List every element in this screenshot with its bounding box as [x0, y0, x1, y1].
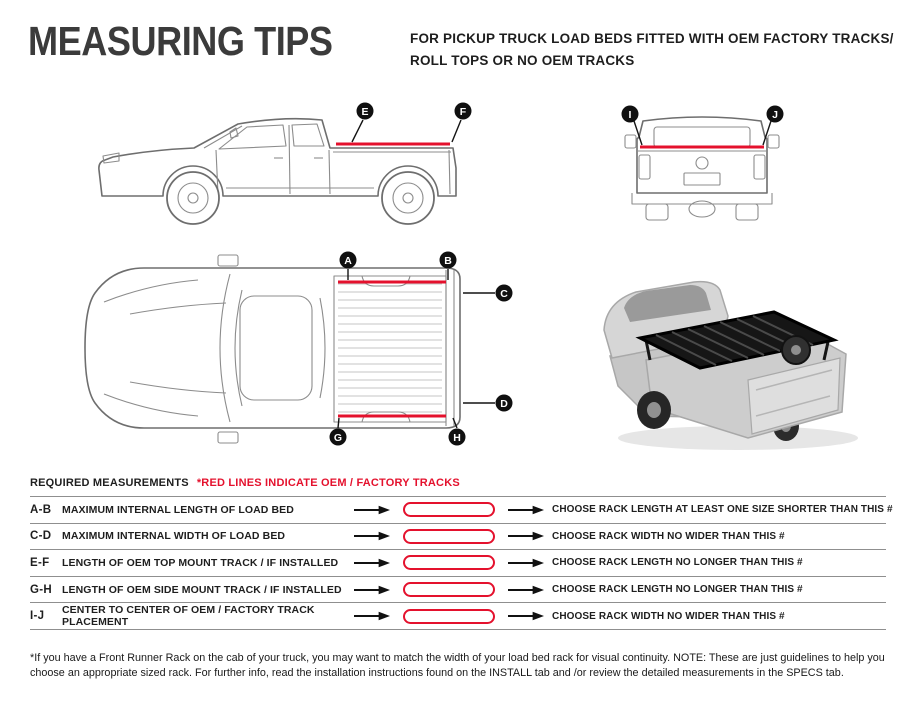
marker-H: H [448, 417, 466, 446]
arrow-right-icon [508, 505, 544, 515]
measurement-guidance: CHOOSE RACK LENGTH AT LEAST ONE SIZE SHO… [552, 504, 893, 516]
svg-text:H: H [453, 432, 461, 444]
truck-top-view-diagram: A B C D G H [84, 251, 513, 446]
measurement-id: A-B [30, 503, 52, 516]
arrow-right-icon [354, 585, 390, 594]
measurement-row-ij: I-J CENTER TO CENTER OF OEM / FACTORY TR… [30, 603, 886, 630]
marker-C: C [463, 284, 513, 302]
truck-side-view-diagram: E F [98, 102, 472, 225]
arrow-right-icon [508, 558, 544, 568]
measurement-row-gh: G-H LENGTH OF OEM SIDE MOUNT TRACK / IF … [30, 577, 886, 604]
svg-text:E: E [361, 106, 368, 118]
subtitle-line-1: FOR PICKUP TRUCK LOAD BEDS FITTED WITH O… [410, 31, 894, 46]
red-lines-note: *RED LINES INDICATE OEM / FACTORY TRACKS [196, 477, 460, 489]
svg-text:G: G [334, 432, 342, 444]
bed-ribs [338, 283, 442, 413]
measurement-guidance: CHOOSE RACK LENGTH NO LONGER THAN THIS # [552, 557, 803, 569]
truck-side-outline [98, 117, 457, 197]
marker-E: E [351, 102, 374, 143]
measurement-description: LENGTH OF OEM TOP MOUNT TRACK / IF INSTA… [62, 556, 339, 569]
measurement-blank-field [403, 582, 495, 598]
measurement-id: E-F [30, 556, 50, 569]
marker-G: G [329, 417, 347, 446]
front-wheel [166, 171, 220, 225]
measurement-id: G-H [30, 583, 52, 596]
measurement-id: I-J [30, 610, 45, 623]
measurement-blank-field [403, 528, 495, 544]
marker-A: A [339, 251, 357, 280]
rear-left-wheel-3d [637, 391, 671, 429]
measurement-blank-field [403, 502, 495, 518]
marker-F: F [451, 102, 472, 143]
marker-D: D [463, 394, 513, 412]
page-title: MEASURING TIPS [28, 18, 333, 64]
arrow-right-icon [354, 558, 390, 568]
arrow-right-icon [508, 532, 544, 541]
svg-text:D: D [500, 398, 508, 410]
spare-wheel-3d [781, 335, 811, 365]
measurement-description: CENTER TO CENTER OF OEM / FACTORY TRACK … [62, 604, 315, 629]
truck-rear-outline [624, 116, 780, 221]
measurement-blank-field [403, 608, 495, 624]
measurements-heading-label: REQUIRED MEASUREMENTS [30, 477, 189, 489]
page-subtitle: FOR PICKUP TRUCK LOAD BEDS FITTED WITH O… [410, 28, 894, 72]
truck-rear-view-diagram: I J [621, 105, 784, 221]
subtitle-line-2: ROLL TOPS OR NO OEM TRACKS [410, 53, 635, 68]
truck-bed-rack-3d-render [603, 280, 858, 450]
svg-text:J: J [772, 109, 778, 121]
ground-shadow [618, 426, 858, 450]
arrow-right-icon [354, 532, 390, 541]
tailgate-3d [747, 357, 841, 435]
measurement-row-ef: E-F LENGTH OF OEM TOP MOUNT TRACK / IF I… [30, 550, 886, 577]
rear-wheel [381, 171, 435, 225]
measurement-guidance: CHOOSE RACK WIDTH NO WIDER THAN THIS # [552, 610, 785, 622]
measurement-blank-field [403, 555, 495, 571]
svg-text:I: I [629, 109, 632, 121]
measurements-table: A-B MAXIMUM INTERNAL LENGTH OF LOAD BED … [30, 496, 893, 630]
svg-text:A: A [344, 255, 352, 267]
footer-note: *If you have a Front Runner Rack on the … [30, 652, 885, 679]
marker-I: I [621, 105, 643, 146]
arrow-right-icon [508, 611, 544, 621]
svg-text:C: C [500, 288, 508, 300]
measurement-description: MAXIMUM INTERNAL LENGTH OF LOAD BED [62, 503, 294, 516]
measurement-row-cd: C-D MAXIMUM INTERNAL WIDTH OF LOAD BED C… [30, 524, 886, 551]
arrow-right-icon [354, 611, 390, 621]
measurement-description: LENGTH OF OEM SIDE MOUNT TRACK / IF INST… [62, 583, 342, 596]
measurement-description: MAXIMUM INTERNAL WIDTH OF LOAD BED [62, 530, 286, 543]
marker-B: B [439, 251, 457, 280]
svg-text:B: B [444, 255, 452, 267]
measurement-row-ab: A-B MAXIMUM INTERNAL LENGTH OF LOAD BED … [30, 497, 893, 524]
svg-text:F: F [460, 106, 467, 118]
arrow-right-icon [508, 585, 544, 594]
measurement-id: C-D [30, 530, 52, 543]
measurements-heading: REQUIRED MEASUREMENTS *RED LINES INDICATE… [30, 477, 460, 489]
arrow-right-icon [354, 505, 390, 515]
measurement-guidance: CHOOSE RACK LENGTH NO LONGER THAN THIS # [552, 584, 803, 596]
marker-J: J [762, 105, 784, 146]
measurement-guidance: CHOOSE RACK WIDTH NO WIDER THAN THIS # [552, 530, 785, 542]
